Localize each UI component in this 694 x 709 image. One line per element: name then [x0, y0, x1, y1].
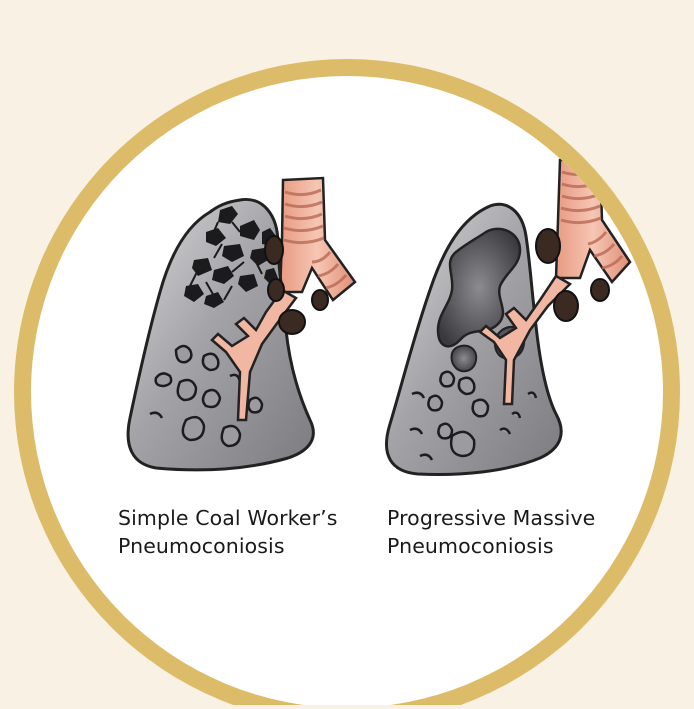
lymph-node: [265, 236, 283, 264]
lymph-node: [554, 291, 578, 321]
caption-line: Pneumoconiosis: [118, 532, 338, 560]
caption-line: Pneumoconiosis: [387, 532, 595, 560]
caption-simple-cwp: Simple Coal Worker’s Pneumoconiosis: [118, 504, 338, 560]
lymph-node: [536, 229, 560, 263]
lymph-node: [279, 310, 305, 334]
caption-line: Progressive Massive: [387, 504, 595, 532]
caption-pmf: Progressive Massive Pneumoconiosis: [387, 504, 595, 560]
lymph-node: [312, 290, 328, 310]
lymph-node: [591, 279, 609, 301]
lymph-node: [268, 279, 284, 301]
caption-line: Simple Coal Worker’s: [118, 504, 338, 532]
